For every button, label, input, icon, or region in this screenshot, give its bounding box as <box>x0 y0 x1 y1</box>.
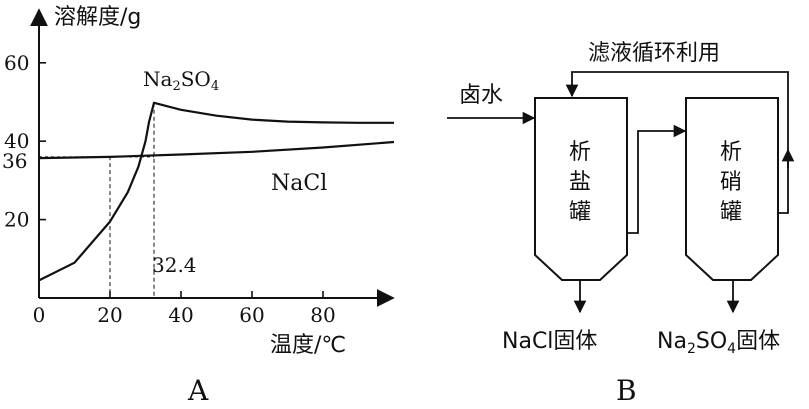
curves <box>38 101 395 282</box>
mirabilite-tank <box>685 97 779 281</box>
salt-tank-label-3: 罐 <box>569 200 591 225</box>
series-line-0 <box>38 101 394 282</box>
connector-tank1-tank2 <box>627 124 687 234</box>
x-tick-label-0: 0 <box>33 303 46 327</box>
mirabilite-tank-label-3: 罐 <box>720 200 742 225</box>
outlet-label-nacl: NaCl固体 <box>502 329 597 354</box>
caption-a: A <box>187 374 209 407</box>
salt-tank <box>534 97 628 281</box>
x-annotation-32-4: 32.4 <box>152 253 197 277</box>
series-line-1 <box>38 140 395 160</box>
x-axis-label: 温度/℃ <box>270 333 346 358</box>
series-label-na2so4: Na2SO4 <box>143 67 219 94</box>
mirabilite-tank-label-1: 析 <box>720 140 742 165</box>
y-label-36: 36 <box>2 149 27 173</box>
recycle-loop <box>565 71 789 214</box>
recycle-label: 滤液循环利用 <box>588 41 720 66</box>
x-ticks: 0 20 40 60 80 <box>33 291 336 327</box>
guide-lines <box>39 102 155 298</box>
y-axis-label: 溶解度/g <box>54 5 141 30</box>
salt-tank-label-1: 析 <box>569 140 591 165</box>
x-tick-label-40: 40 <box>168 303 193 327</box>
y-tick-label-20: 20 <box>4 208 29 232</box>
y-tick-label-60: 60 <box>4 51 29 75</box>
x-tick-label-80: 80 <box>310 303 335 327</box>
outlet-label-na2so4: Na2SO4固体 <box>657 329 780 357</box>
inlet-label: 卤水 <box>459 83 503 108</box>
process-diagram: 滤液循环利用 卤水 析 盐 罐 析 硝 罐 NaCl固体 Na2SO4固体 B <box>447 41 795 407</box>
mirabilite-tank-label-2: 硝 <box>720 170 742 195</box>
caption-b: B <box>616 374 637 407</box>
solubility-chart: 溶解度/g 温度/℃ 0 20 40 60 80 20 40 60 36 32.4 Na2S… <box>2 5 395 407</box>
series-label-nacl: NaCl <box>271 171 327 196</box>
salt-tank-label-2: 盐 <box>569 170 591 195</box>
y-ticks: 20 40 60 <box>4 51 46 232</box>
y-tick-label-40: 40 <box>4 129 29 153</box>
x-tick-label-60: 60 <box>239 303 264 327</box>
x-tick-label-20: 20 <box>97 303 122 327</box>
